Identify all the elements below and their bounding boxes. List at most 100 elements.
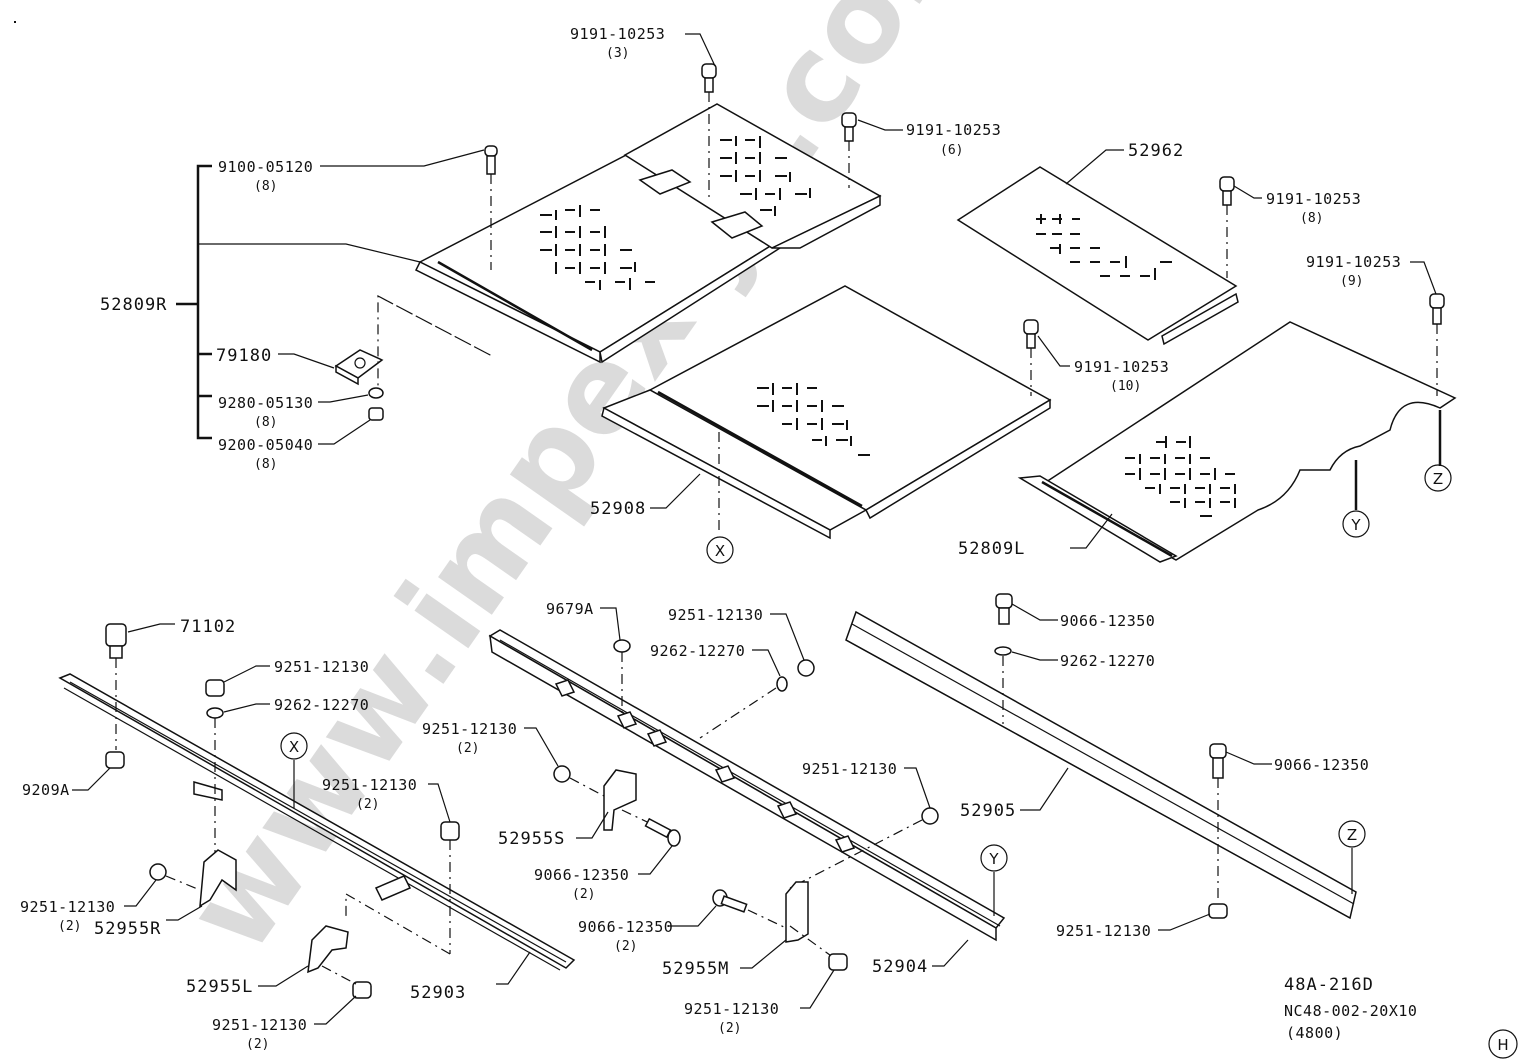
bolt-9191-10253-8: 9191-10253 (8) bbox=[1219, 176, 1361, 278]
floor-panel-52809L: 52809L bbox=[958, 321, 1457, 563]
nut-9200-05040: 9200-05040 (8) bbox=[218, 407, 384, 472]
svg-text:9251-12130: 9251-12130 bbox=[684, 1000, 779, 1018]
bolt-9066-12350-center-2: 9066-12350 (2) bbox=[578, 889, 787, 954]
svg-text:9280-05130: 9280-05130 bbox=[218, 394, 313, 412]
stray-dot bbox=[14, 21, 16, 23]
svg-text:52955M: 52955M bbox=[662, 959, 729, 979]
page-marker: H bbox=[1488, 1029, 1518, 1059]
svg-text:52809L: 52809L bbox=[958, 539, 1025, 559]
svg-text:(2): (2) bbox=[456, 741, 479, 756]
svg-text:Y: Y bbox=[1350, 516, 1361, 534]
svg-text:9251-12130: 9251-12130 bbox=[1056, 922, 1151, 940]
svg-text:52908: 52908 bbox=[590, 499, 646, 519]
svg-text:9200-05040: 9200-05040 bbox=[218, 436, 313, 454]
reference-marker-z-right: Z bbox=[1338, 820, 1366, 848]
bolt-9100-05120: 9100-05120 (8) bbox=[218, 145, 498, 270]
nut-9251-12130-right-bottom: 9251-12130 bbox=[1056, 903, 1228, 940]
svg-text:9191-10253: 9191-10253 bbox=[1074, 358, 1169, 376]
bracket-79180: 79180 bbox=[216, 295, 493, 390]
svg-text:52905: 52905 bbox=[960, 801, 1016, 821]
reference-marker-y-center: Y bbox=[980, 844, 1008, 872]
svg-text:(2): (2) bbox=[58, 919, 81, 934]
drawing-variant: (4800) bbox=[1286, 1024, 1343, 1042]
svg-text:(8): (8) bbox=[1300, 211, 1323, 226]
bracket-52955L: 52955L bbox=[186, 925, 349, 997]
svg-text:9251-12130: 9251-12130 bbox=[802, 760, 897, 778]
bolt-9191-10253-3: 9191-10253 (3) bbox=[570, 25, 717, 200]
svg-text:52904: 52904 bbox=[872, 957, 928, 977]
svg-text:(8): (8) bbox=[254, 179, 277, 194]
washer-9262-12270-left: 9262-12270 bbox=[206, 696, 369, 870]
svg-text:X: X bbox=[289, 738, 299, 756]
svg-text:Y: Y bbox=[988, 850, 999, 868]
svg-text:9251-12130: 9251-12130 bbox=[20, 898, 115, 916]
floor-panel-52809R bbox=[414, 151, 782, 364]
svg-text:9251-12130: 9251-12130 bbox=[422, 720, 517, 738]
rail-52905: 52905 bbox=[845, 610, 1357, 920]
perforation-pattern bbox=[720, 136, 811, 216]
svg-text:9251-12130: 9251-12130 bbox=[212, 1016, 307, 1034]
svg-text:9262-12270: 9262-12270 bbox=[1060, 652, 1155, 670]
svg-text:71102: 71102 bbox=[180, 617, 236, 637]
svg-text:52962: 52962 bbox=[1128, 141, 1184, 161]
bolt-9191-10253-6: 9191-10253 (6) bbox=[841, 112, 1001, 188]
bolt-9066-12350-right-mid: 9066-12350 bbox=[1209, 743, 1369, 900]
floor-panel-52962: 52962 bbox=[956, 141, 1239, 346]
svg-text:9679A: 9679A bbox=[546, 600, 594, 618]
drawing-code: NC48-002-20X10 bbox=[1284, 1002, 1417, 1020]
svg-text:Z: Z bbox=[1347, 826, 1357, 844]
bracket-52955M: 52955M bbox=[662, 881, 835, 979]
drawing-number: 48A-216D bbox=[1284, 975, 1374, 995]
svg-text:9066-12350: 9066-12350 bbox=[1060, 612, 1155, 630]
rail-52904: 52904 bbox=[488, 629, 1006, 977]
svg-text:(9): (9) bbox=[1340, 274, 1363, 289]
nut-9251-12130-center-bottom: 9251-12130 (2) bbox=[684, 953, 848, 1036]
nut-9251-12130-center-top: 9251-12130 bbox=[668, 606, 815, 677]
perforation-pattern bbox=[1036, 214, 1172, 280]
svg-text:(8): (8) bbox=[254, 415, 277, 430]
nut-9251-12130-left-low: 9251-12130 (2) bbox=[20, 863, 201, 934]
floor-panel-hinged-top bbox=[623, 103, 882, 249]
svg-text:52955L: 52955L bbox=[186, 977, 253, 997]
nut-9251-12130-left-mid: 9251-12130 (2) bbox=[322, 776, 460, 955]
bracket-52955R: 52955R bbox=[94, 849, 237, 939]
svg-text:H: H bbox=[1497, 1036, 1508, 1054]
assembly-bracket-52809R: 52809R bbox=[100, 164, 421, 440]
cap-9679A: 9679A bbox=[546, 600, 631, 718]
floor-panel-52908: 52908 bbox=[590, 285, 1052, 540]
svg-text:(2): (2) bbox=[614, 939, 637, 954]
reference-marker-x-left: X bbox=[280, 732, 308, 760]
svg-text:9066-12350: 9066-12350 bbox=[534, 866, 629, 884]
rail-52903: 52903 bbox=[58, 673, 576, 1003]
perforation-pattern bbox=[757, 383, 870, 456]
svg-text:X: X bbox=[715, 542, 725, 560]
svg-text:52809R: 52809R bbox=[100, 295, 167, 315]
svg-text:Z: Z bbox=[1433, 470, 1443, 488]
svg-text:52955R: 52955R bbox=[94, 919, 161, 939]
svg-text:79180: 79180 bbox=[216, 346, 272, 366]
bolt-9191-10253-9: 9191-10253 (9) bbox=[1306, 253, 1445, 396]
svg-text:9262-12270: 9262-12270 bbox=[274, 696, 369, 714]
perforation-pattern bbox=[540, 205, 655, 290]
reference-marker-x-top: X bbox=[706, 536, 734, 564]
svg-text:9251-12130: 9251-12130 bbox=[668, 606, 763, 624]
reference-marker-y-top: Y bbox=[1342, 510, 1370, 538]
bracket-52955S: 52955S bbox=[498, 769, 665, 849]
svg-text:(6): (6) bbox=[940, 143, 963, 158]
nut-9209A: 9209A bbox=[22, 751, 125, 799]
svg-text:(3): (3) bbox=[606, 46, 629, 61]
svg-text:(2): (2) bbox=[246, 1037, 269, 1052]
svg-text:52955S: 52955S bbox=[498, 829, 565, 849]
bolt-9066-12350-center-1: 9066-12350 (2) bbox=[534, 817, 681, 902]
svg-text:(8): (8) bbox=[254, 457, 277, 472]
svg-text:9262-12270: 9262-12270 bbox=[650, 642, 745, 660]
washer-9262-12270-right: 9262-12270 bbox=[994, 646, 1155, 724]
washer-9280-05130: 9280-05130 (8) bbox=[218, 387, 384, 430]
nut-9251-12130-left-top: 9251-12130 bbox=[205, 658, 369, 697]
reference-marker-z-top: Z bbox=[1424, 464, 1452, 492]
nut-9251-12130-center-left: 9251-12130 (2) bbox=[422, 720, 605, 797]
svg-text:52903: 52903 bbox=[410, 983, 466, 1003]
svg-text:9191-10253: 9191-10253 bbox=[1306, 253, 1401, 271]
